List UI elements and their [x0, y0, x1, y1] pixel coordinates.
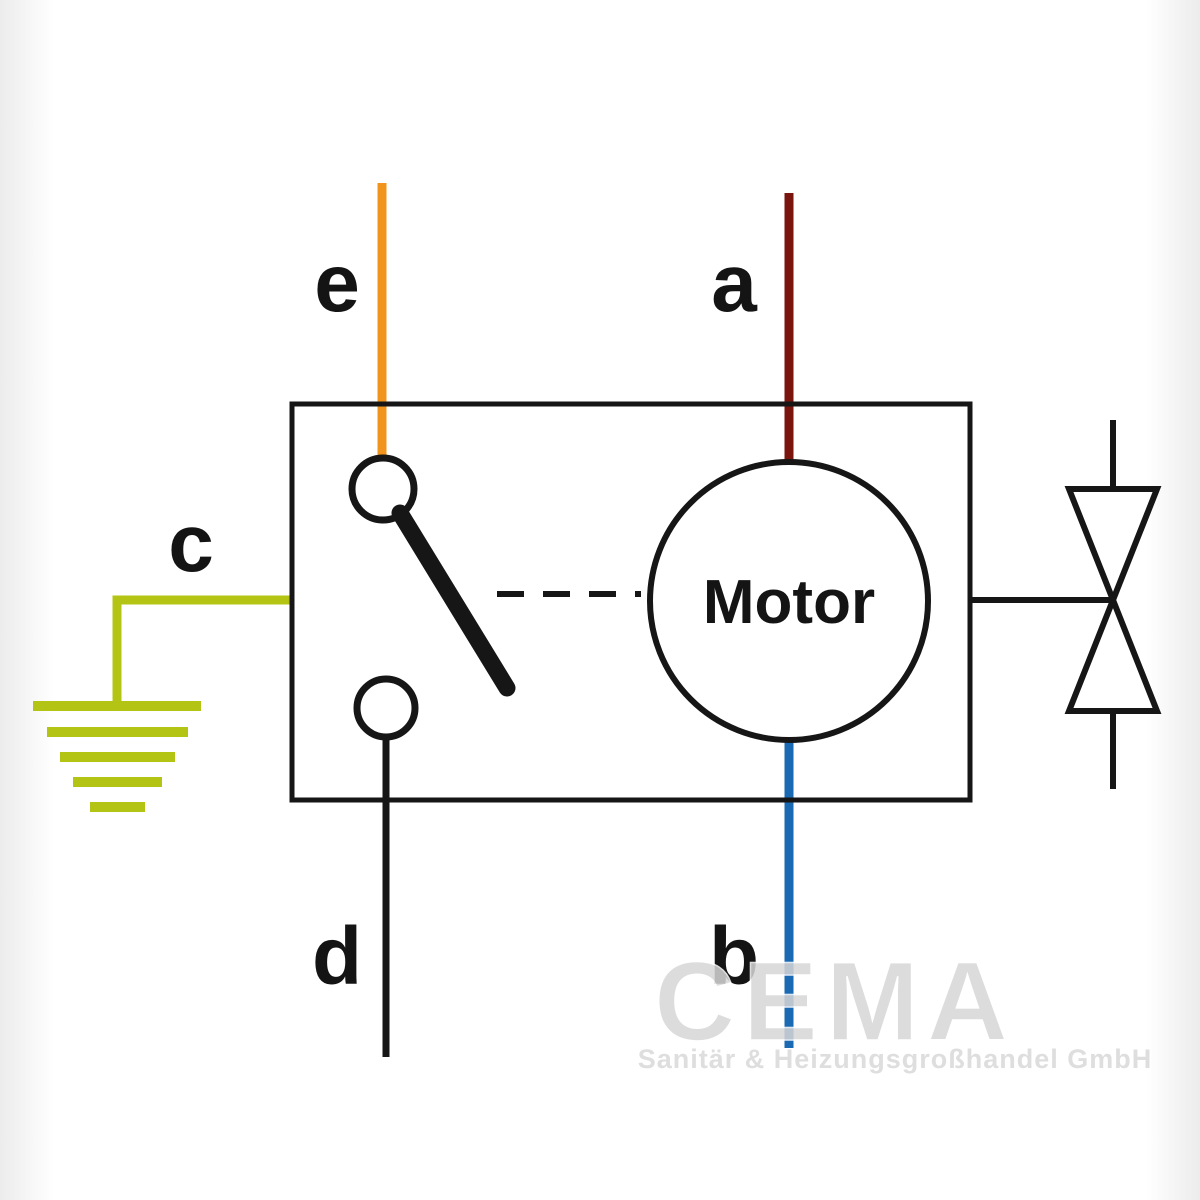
- valve-triangle-bottom: [1064, 591, 1162, 714]
- valve-triangle-top: [1064, 486, 1162, 609]
- watermark-brand: CEMA: [654, 939, 1016, 1064]
- wire-c: [112, 595, 292, 708]
- ground-symbol: [33, 701, 201, 812]
- switch-contact-top: [348, 454, 418, 524]
- terminal-label-e: e: [314, 238, 360, 329]
- terminal-label-c: c: [168, 498, 214, 589]
- diagram-labels: Motor e a c d b: [168, 238, 875, 1002]
- switch-lever: [391, 504, 516, 697]
- watermark: CEMA Sanitär & Heizungsgroßhandel GmbH: [638, 938, 1153, 1074]
- motor-label: Motor: [703, 568, 875, 637]
- valve-symbol: [1064, 420, 1162, 789]
- switch-contact-bottom: [353, 675, 419, 741]
- outline-parts: [289, 401, 1162, 1057]
- watermark-subtitle: Sanitär & Heizungsgroßhandel GmbH: [638, 1044, 1153, 1074]
- terminal-label-a: a: [711, 238, 758, 329]
- motor-circle: [647, 459, 931, 743]
- terminal-label-b: b: [709, 911, 759, 1002]
- terminal-label-d: d: [312, 911, 362, 1002]
